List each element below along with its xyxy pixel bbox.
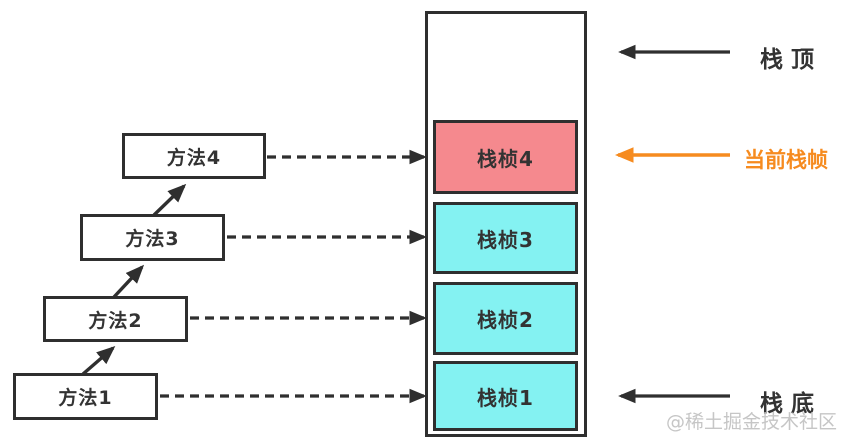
stack-frame-4: 栈桢4 bbox=[433, 120, 578, 194]
watermark: @稀土掘金技术社区 bbox=[666, 411, 838, 433]
method-label-2: 方法2 bbox=[88, 309, 143, 332]
stack-bottom-label: 栈 底 bbox=[760, 391, 815, 417]
stack-frame-2: 栈桢2 bbox=[433, 282, 578, 355]
stack-frame-label-2: 栈桢2 bbox=[477, 308, 534, 332]
stack-frame-label-1: 栈桢1 bbox=[477, 385, 534, 410]
method-box-2: 方法2 bbox=[43, 296, 188, 342]
method-box-3: 方法3 bbox=[80, 214, 225, 261]
stack-frame-label-4: 栈桢4 bbox=[477, 146, 534, 171]
stack-frame-3: 栈桢3 bbox=[433, 202, 578, 274]
current-frame-label: 当前栈帧 bbox=[744, 148, 828, 172]
method-label-1: 方法1 bbox=[58, 387, 113, 409]
stack-top-label: 栈 顶 bbox=[760, 47, 815, 73]
stack-frame-label-3: 栈桢3 bbox=[477, 227, 534, 252]
method-box-1: 方法1 bbox=[13, 373, 158, 420]
call-arrow-method1-to-method2 bbox=[81, 345, 116, 376]
method-label-3: 方法3 bbox=[125, 228, 180, 250]
stack-frame-1: 栈桢1 bbox=[433, 361, 578, 431]
call-arrow-method2-to-method3 bbox=[112, 264, 145, 299]
method-label-4: 方法4 bbox=[166, 146, 222, 169]
method-box-4: 方法4 bbox=[122, 133, 266, 179]
call-arrow-method3-to-method4 bbox=[152, 183, 187, 217]
